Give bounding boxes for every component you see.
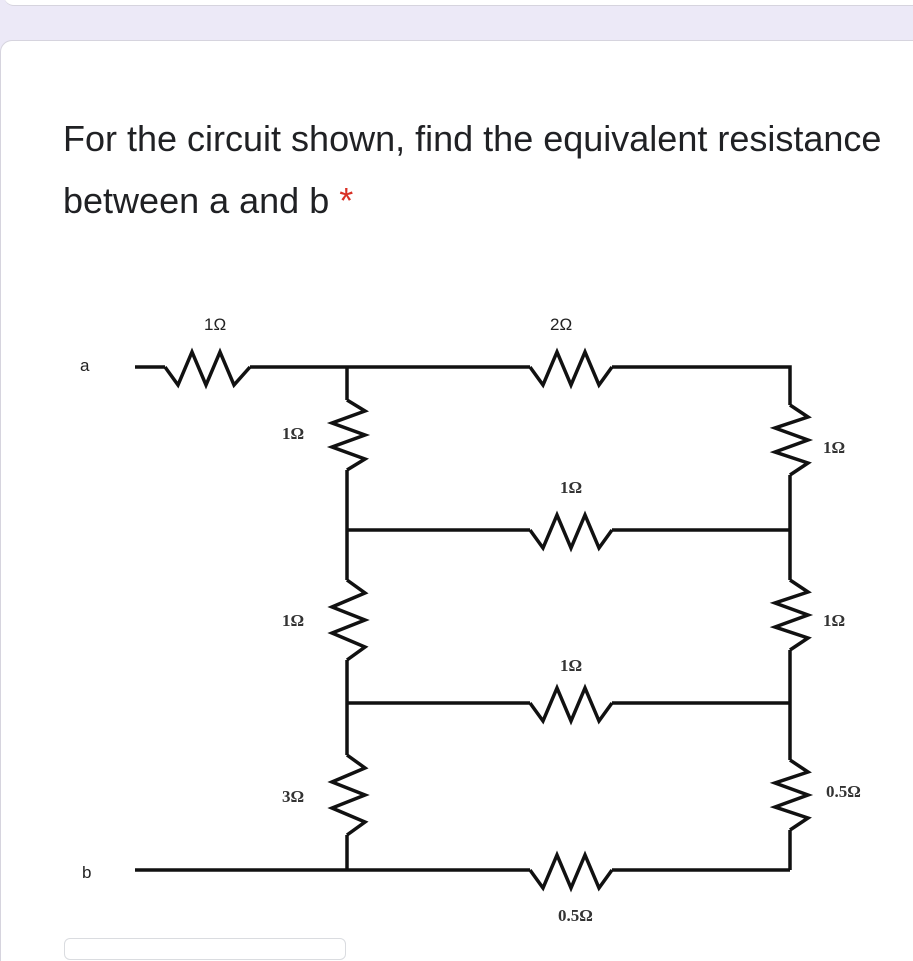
label-left-middle: 1Ω [282, 611, 304, 630]
label-right-lower: 0.5Ω [826, 782, 861, 801]
previous-card [4, 0, 913, 6]
label-left-lower: 3Ω [282, 787, 304, 806]
answer-input[interactable] [64, 938, 346, 960]
resistor-middle-upper [528, 510, 614, 553]
resistor-bottom [528, 850, 614, 893]
label-middle-upper: 1Ω [560, 478, 582, 497]
resistor-right-lower [769, 758, 814, 832]
question-text: For the circuit shown, find the equivale… [63, 118, 882, 221]
question-title: For the circuit shown, find the equivale… [63, 108, 883, 232]
question-card [0, 40, 913, 961]
resistor-right-upper [769, 403, 814, 477]
resistor-right-middle [769, 578, 814, 652]
resistors [163, 347, 814, 893]
resistor-left-lower [327, 753, 370, 837]
node-b-label: b [82, 863, 91, 882]
label-right-middle: 1Ω [823, 611, 845, 630]
label-top-left: 1Ω [204, 315, 226, 334]
resistor-top-middle [528, 347, 614, 390]
resistor-left-middle [327, 578, 370, 662]
wires [135, 365, 792, 872]
resistor-top-left [163, 347, 252, 390]
resistor-middle-lower [528, 683, 614, 726]
label-middle-lower: 1Ω [560, 656, 582, 675]
resistor-left-upper [326, 398, 371, 472]
wire-top [135, 365, 792, 405]
label-left-upper: 1Ω [282, 424, 304, 443]
label-top-middle: 2Ω [550, 315, 572, 334]
label-right-upper: 1Ω [823, 438, 845, 457]
required-asterisk: * [339, 180, 354, 221]
label-bottom: 0.5Ω [558, 906, 593, 925]
node-a-label: a [80, 356, 90, 375]
